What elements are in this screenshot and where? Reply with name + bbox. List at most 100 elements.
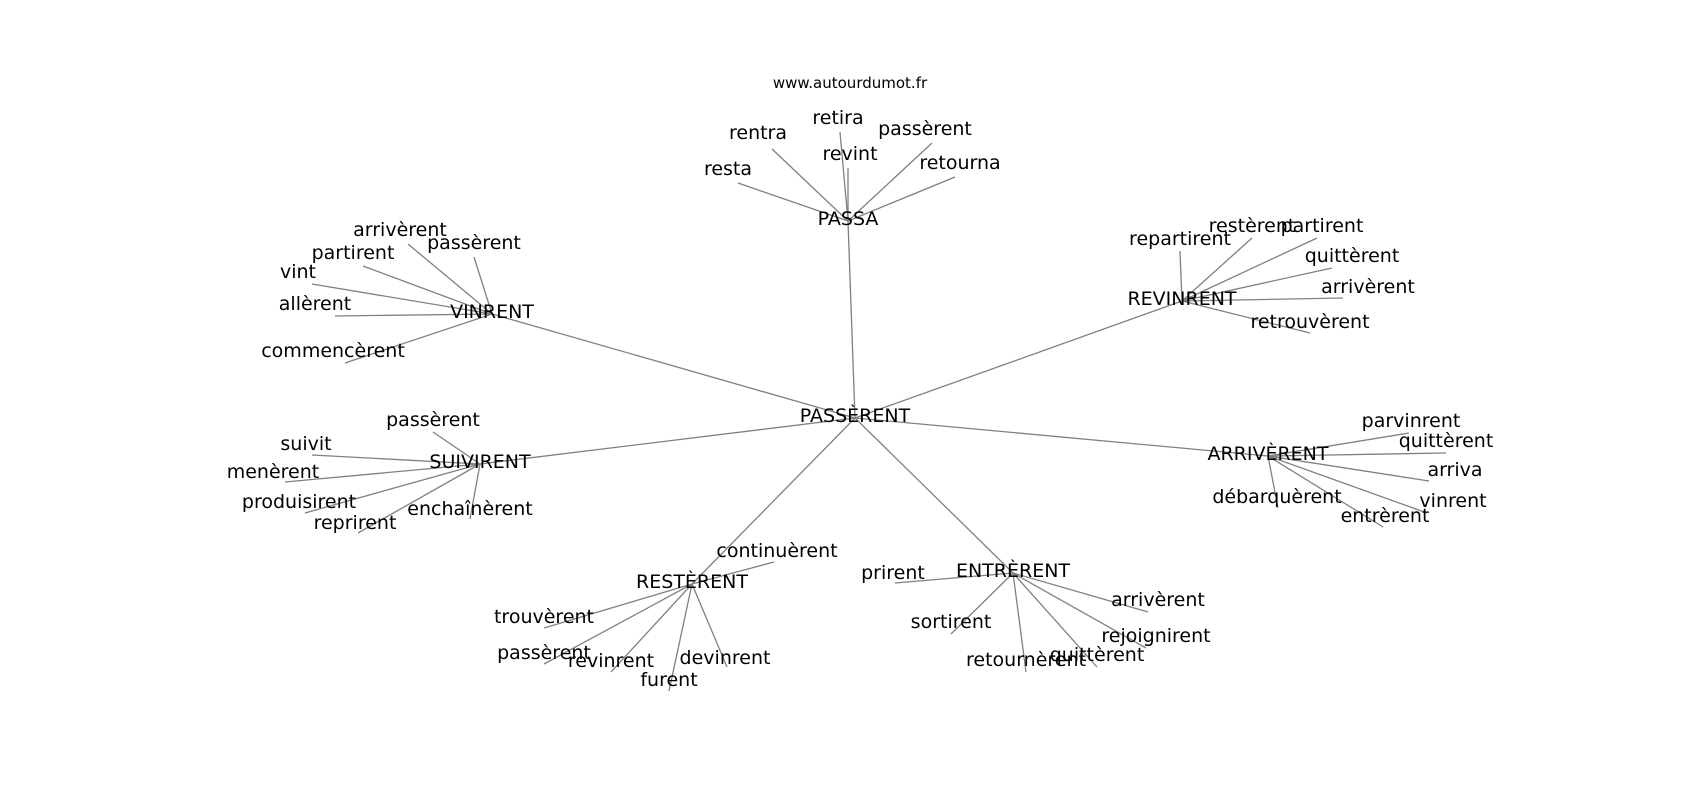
related-word-label: restèrent — [1209, 215, 1296, 237]
edge-hub-to-word — [1012, 572, 1098, 668]
related-word-label: rentra — [729, 122, 787, 144]
edge-hub-to-word — [1267, 432, 1410, 457]
edge-hub-to-word — [894, 572, 1014, 584]
edge-hub-to-word — [1267, 452, 1447, 457]
edge-hub-to-word — [839, 131, 849, 222]
related-word-label: arriva — [1427, 459, 1482, 481]
related-word-label: vinrent — [1419, 490, 1486, 512]
related-word-label: allèrent — [279, 293, 351, 315]
related-word-label: resta — [704, 158, 752, 180]
edge-hub-to-word — [1267, 455, 1279, 509]
edge-hub-to-word — [304, 463, 481, 514]
related-word-label: quittèrent — [1050, 644, 1145, 666]
edge-hub-to-word — [1181, 237, 1253, 302]
related-word-label: revint — [822, 143, 877, 165]
hub-word-label: RESTÈRENT — [636, 570, 748, 593]
edge-hub-to-word — [1181, 300, 1311, 334]
edge-hub-to-word — [610, 583, 693, 673]
hub-word-label: VINRENT — [450, 301, 534, 323]
watermark-text: www.autourdumot.fr — [773, 74, 928, 92]
related-word-label: arrivèrent — [353, 219, 447, 241]
related-word-label: sortirent — [911, 611, 992, 633]
edges-layer — [284, 131, 1447, 692]
edge-hub-to-word — [1267, 455, 1384, 528]
edge-hub-to-word — [847, 176, 956, 222]
center-word-label: PASSÈRENT — [800, 404, 911, 427]
related-word-label: furent — [640, 669, 697, 691]
edge-center-to-hub — [691, 417, 856, 585]
edge-hub-to-word — [1012, 572, 1027, 673]
related-word-label: arrivèrent — [1321, 276, 1415, 298]
edge-hub-to-word — [284, 463, 481, 483]
related-word-label: arrivèrent — [1111, 589, 1205, 611]
edge-hub-to-word — [362, 265, 493, 315]
labels-layer: PASSÈRENTPASSArestarentraretirarevintpas… — [227, 107, 1494, 691]
related-word-label: quittèrent — [1399, 430, 1494, 452]
edge-center-to-hub — [854, 417, 1269, 457]
related-word-label: devinrent — [680, 647, 771, 669]
edge-hub-to-word — [543, 583, 693, 665]
hub-word-label: SUIVIRENT — [429, 451, 531, 473]
related-word-label: menèrent — [227, 461, 320, 483]
edge-hub-to-word — [1181, 297, 1344, 302]
edge-hub-to-word — [737, 182, 849, 222]
edge-hub-to-word — [691, 561, 775, 585]
related-word-label: vint — [280, 261, 316, 283]
edge-center-to-hub — [847, 220, 856, 419]
edge-hub-to-word — [344, 313, 493, 364]
hub-word-label: PASSA — [818, 208, 879, 230]
related-word-label: enchaînèrent — [407, 498, 532, 520]
edge-hub-to-word — [432, 431, 481, 465]
related-word-label: produisirent — [242, 491, 356, 513]
edge-hub-to-word — [847, 142, 933, 222]
edge-center-to-hub — [854, 300, 1183, 419]
edge-hub-to-word — [469, 463, 481, 520]
edge-hub-to-word — [1267, 455, 1428, 514]
edge-hub-to-word — [1012, 572, 1149, 613]
edge-hub-to-word — [473, 256, 493, 315]
related-word-label: suivit — [280, 433, 331, 455]
edge-hub-to-word — [407, 243, 493, 315]
related-word-label: partirent — [1281, 215, 1364, 237]
edge-hub-to-word — [1267, 455, 1430, 482]
related-word-label: passèrent — [878, 118, 972, 140]
related-word-label: quittèrent — [1305, 245, 1400, 267]
edge-hub-to-word — [311, 283, 493, 315]
related-word-label: entrèrent — [1341, 505, 1430, 527]
related-word-label: retournèrent — [966, 649, 1086, 671]
related-word-label: retira — [812, 107, 863, 129]
related-word-label: parvinrent — [1362, 410, 1461, 432]
related-word-label: reprirent — [314, 512, 397, 534]
related-word-label: partirent — [312, 242, 395, 264]
related-word-label: continuèrent — [716, 540, 837, 562]
edge-hub-to-word — [311, 454, 481, 465]
hub-word-label: ENTRÈRENT — [956, 559, 1070, 582]
edge-center-to-hub — [479, 417, 856, 465]
edge-hub-to-word — [668, 583, 693, 692]
edge-hub-to-word — [1181, 267, 1333, 302]
edge-hub-to-word — [771, 148, 849, 222]
related-word-label: passèrent — [497, 642, 591, 664]
edge-hub-to-word — [334, 313, 493, 317]
edge-hub-to-word — [1181, 237, 1318, 302]
edge-center-to-hub — [854, 417, 1014, 574]
related-word-label: débarquèrent — [1212, 486, 1341, 508]
edge-hub-to-word — [1012, 572, 1147, 649]
hub-word-label: REVINRENT — [1127, 288, 1236, 310]
related-word-label: repartirent — [1129, 228, 1231, 250]
related-word-label: retrouvèrent — [1250, 311, 1369, 333]
related-word-label: rejoignirent — [1101, 625, 1210, 647]
related-word-label: commencèrent — [261, 340, 405, 362]
related-word-label: trouvèrent — [494, 606, 594, 628]
edge-hub-to-word — [1179, 250, 1183, 302]
edge-hub-to-word — [950, 572, 1014, 635]
edge-hub-to-word — [357, 463, 481, 534]
related-word-label: prirent — [861, 562, 925, 584]
edge-hub-to-word — [543, 583, 693, 629]
related-word-label: retourna — [919, 152, 1000, 174]
edge-center-to-hub — [491, 313, 856, 419]
hub-word-label: ARRIVÈRENT — [1207, 442, 1328, 465]
related-word-label: passèrent — [427, 232, 521, 254]
edge-hub-to-word — [691, 583, 728, 668]
